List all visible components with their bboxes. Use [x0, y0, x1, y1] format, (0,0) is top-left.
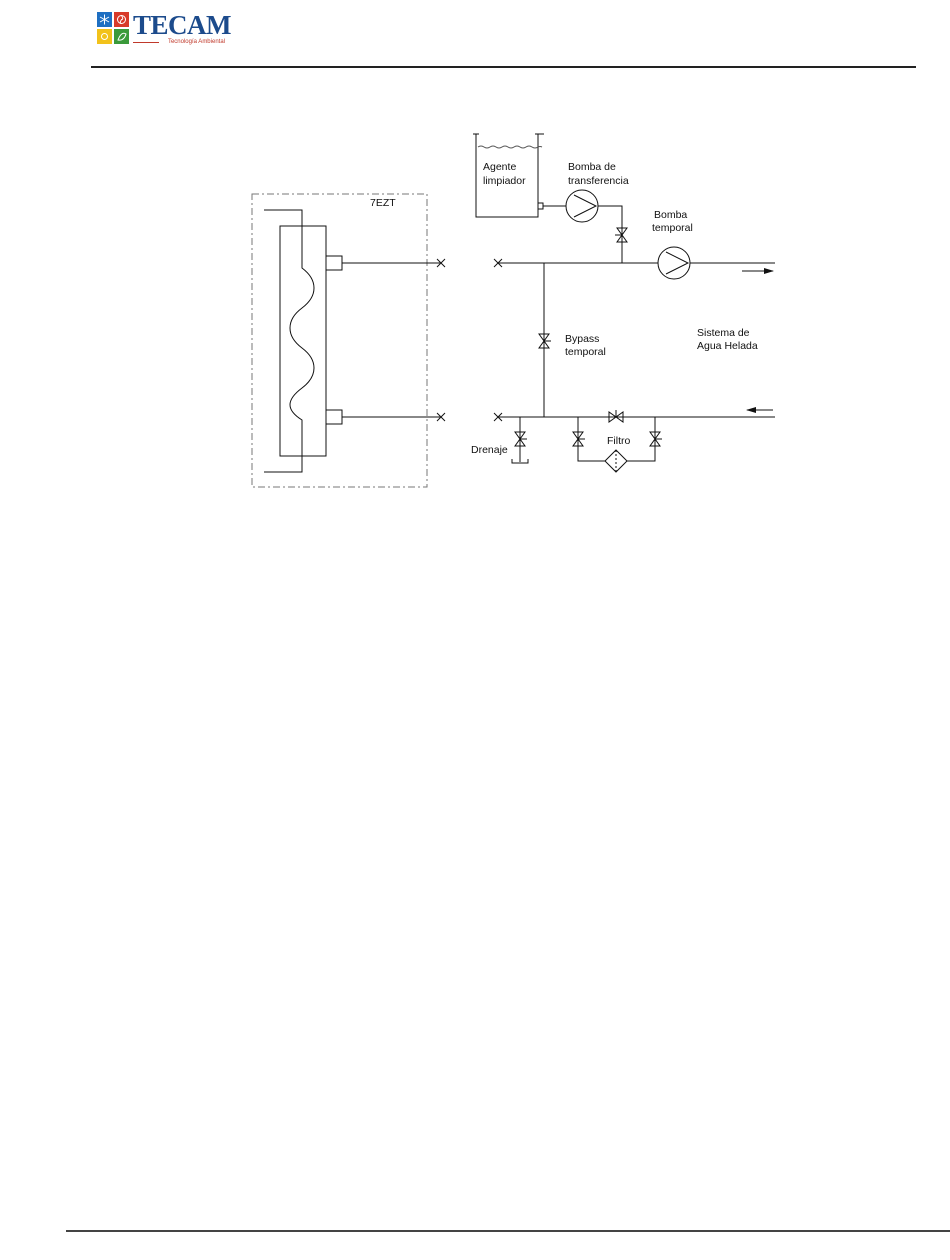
- temp-pump-label-line-1: Bomba: [654, 209, 687, 221]
- system-label-line-2: Agua Helada: [697, 340, 758, 352]
- system-label-line-1: Sistema de: [697, 327, 750, 339]
- temp-pump-label-line-2: temporal: [652, 222, 693, 234]
- unit-boundary: [252, 194, 427, 487]
- exchanger-inlet-line: [264, 210, 302, 226]
- filter-right-valve-icon: [650, 432, 662, 446]
- exchanger-outlet-line: [264, 456, 302, 472]
- drain-label: Drenaje: [471, 444, 508, 456]
- footer-divider: [66, 1230, 950, 1232]
- temporary-pump-icon: [658, 247, 690, 279]
- heat-exchanger-body: [280, 226, 326, 456]
- filter-bypass-valve-icon: [609, 410, 623, 422]
- transfer-valve-icon: [615, 228, 627, 242]
- transfer-pump-label-line-1: Bomba de: [568, 161, 616, 173]
- bypass-label-line-1: Bypass: [565, 333, 599, 345]
- bypass-label-line-2: temporal: [565, 346, 606, 358]
- filter-icon: [605, 450, 627, 472]
- transfer-pump-label-line-2: transferencia: [568, 175, 629, 187]
- unit-label: 7EZT: [370, 197, 396, 209]
- exchanger-coil: [290, 226, 314, 456]
- filter-left-valve-icon: [573, 432, 585, 446]
- filter-label: Filtro: [607, 435, 630, 447]
- upper-nozzle: [326, 256, 342, 270]
- tank-label-line-1: Agente: [483, 161, 516, 173]
- lower-nozzle: [326, 410, 342, 424]
- transfer-pump-icon: [566, 190, 598, 222]
- tank-label-line-2: limpiador: [483, 175, 526, 187]
- cleaning-circuit-diagram: 7EZT Agente limpiador Bomba de transfere…: [0, 0, 950, 600]
- bypass-valve-icon: [539, 334, 551, 348]
- drain-valve-icon: [515, 432, 527, 446]
